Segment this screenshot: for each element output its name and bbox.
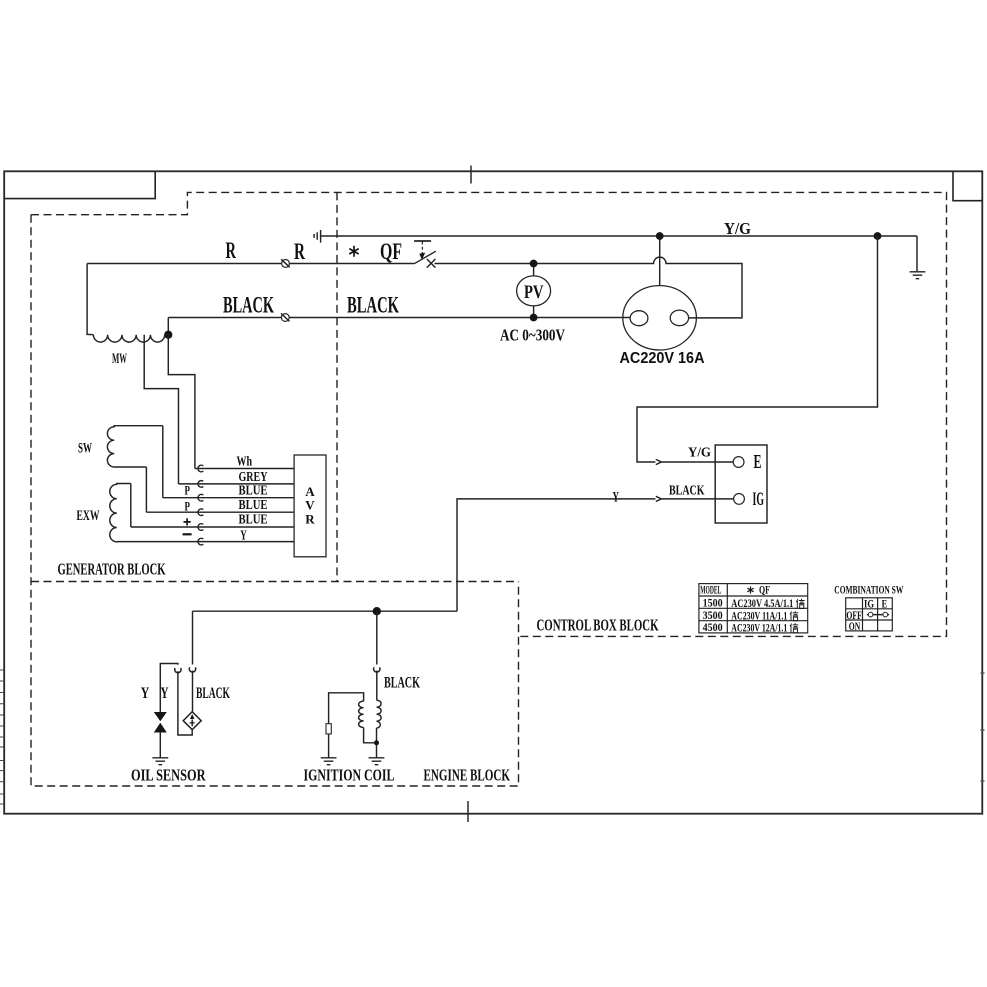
svg-text:GREY: GREY [239, 470, 268, 485]
svg-text:IG: IG [753, 489, 765, 510]
svg-text:GENERATOR BLOCK: GENERATOR BLOCK [58, 560, 166, 579]
svg-text:AC230V 12A/1.1: AC230V 12A/1.1 [731, 620, 787, 634]
svg-text:Y: Y [141, 685, 150, 702]
svg-text:AC220V 16A: AC220V 16A [620, 350, 705, 367]
svg-text:4500: 4500 [703, 620, 723, 634]
svg-text:IG: IG [864, 596, 874, 610]
svg-text:BLUE: BLUE [239, 498, 268, 513]
svg-text:ENGINE BLOCK: ENGINE BLOCK [424, 766, 511, 785]
svg-text:AC230V 11A/1.1: AC230V 11A/1.1 [731, 608, 787, 622]
svg-text:AC230V 4.5A/1.1: AC230V 4.5A/1.1 [731, 596, 793, 610]
svg-text:OIL SENSOR: OIL SENSOR [131, 766, 206, 785]
svg-text:P: P [185, 498, 191, 513]
svg-text:Y: Y [613, 490, 620, 506]
svg-text:OFF: OFF [846, 608, 862, 622]
svg-text:E: E [754, 451, 762, 473]
svg-text:P: P [185, 483, 191, 498]
svg-text:QF: QF [759, 582, 770, 596]
svg-text:Y/G: Y/G [724, 219, 751, 238]
svg-text:BLACK: BLACK [196, 685, 230, 702]
svg-text:BLACK: BLACK [669, 483, 705, 498]
svg-text:QF: QF [380, 239, 402, 264]
svg-text:COMBINATION SW: COMBINATION SW [834, 582, 903, 596]
svg-text:Y: Y [161, 685, 169, 702]
svg-text:BLUE: BLUE [239, 513, 268, 528]
svg-text:E: E [882, 596, 888, 610]
svg-text:A: A [305, 484, 315, 499]
svg-text:IGNITION COIL: IGNITION COIL [304, 766, 395, 785]
svg-text:SW: SW [78, 441, 92, 457]
svg-text:BLACK: BLACK [384, 675, 420, 692]
svg-text:BLACK: BLACK [347, 293, 399, 318]
svg-text:Wh: Wh [237, 455, 253, 470]
svg-text:Y: Y [240, 529, 247, 544]
svg-text:EXW: EXW [77, 508, 100, 524]
svg-text:AC 0~300V: AC 0~300V [500, 326, 566, 345]
svg-text:R: R [226, 238, 237, 263]
svg-text:BLUE: BLUE [239, 484, 268, 499]
svg-text:MW: MW [112, 351, 127, 367]
svg-text:Y/G: Y/G [688, 444, 711, 459]
svg-text:1500: 1500 [703, 596, 723, 610]
svg-text:R: R [294, 239, 305, 264]
svg-text:PV: PV [524, 282, 544, 303]
svg-text:MODEL: MODEL [700, 582, 721, 596]
svg-text:CONTROL BOX BLOCK: CONTROL BOX BLOCK [537, 616, 659, 635]
svg-text:R: R [305, 511, 315, 526]
svg-text:3500: 3500 [703, 608, 723, 622]
svg-text:BLACK: BLACK [223, 293, 274, 318]
svg-text:ON: ON [849, 619, 861, 633]
svg-text:V: V [305, 498, 315, 513]
